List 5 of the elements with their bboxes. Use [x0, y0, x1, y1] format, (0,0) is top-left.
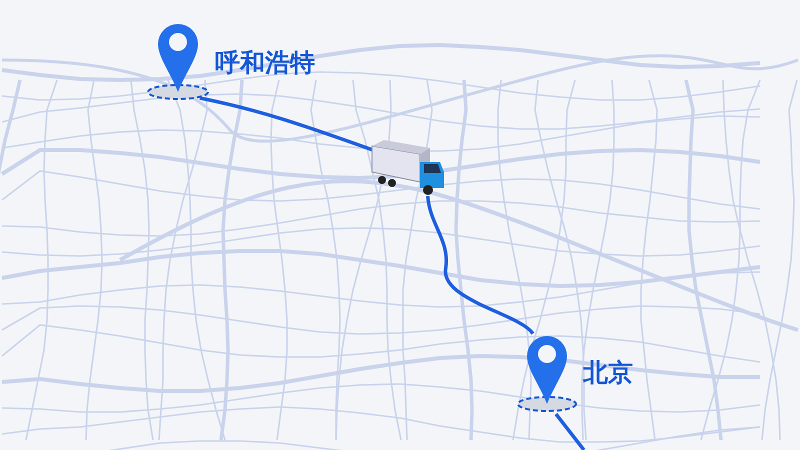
city-label: 北京: [583, 358, 633, 388]
city-label: 呼和浩特: [215, 48, 315, 78]
route-line: [426, 196, 534, 335]
route-line: [554, 412, 586, 450]
route-line: [199, 96, 373, 152]
